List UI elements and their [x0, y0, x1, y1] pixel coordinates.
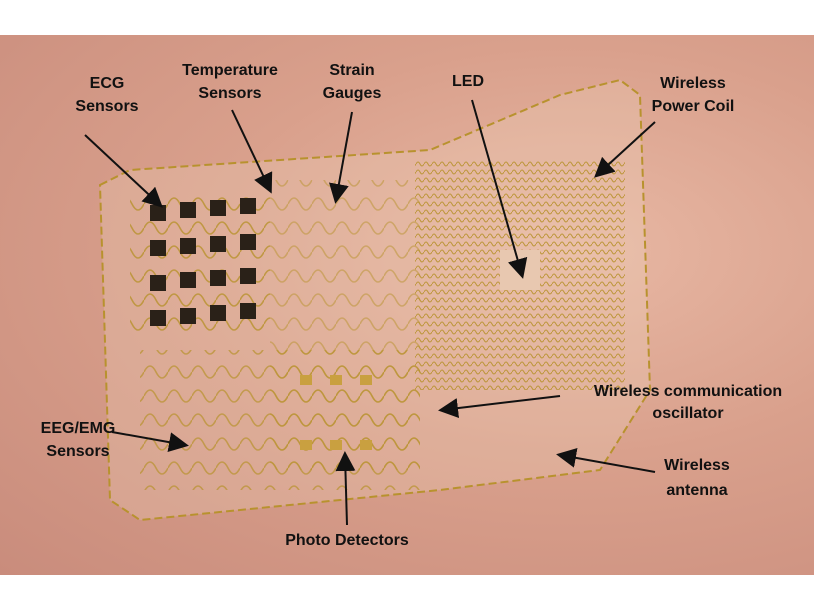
- eeg-arrow: [111, 431, 189, 453]
- strain-label-1: Strain: [329, 62, 374, 79]
- ecg-arrow: [84, 134, 163, 208]
- led-arrow: [471, 99, 528, 279]
- annotation-arrows: [84, 99, 656, 526]
- oscillator-label-2: oscillator: [652, 405, 723, 422]
- antenna-arrow: [556, 447, 656, 473]
- photo-label: Photo Detectors: [285, 532, 409, 549]
- device: [98, 78, 652, 522]
- photo-arrow: [335, 451, 356, 526]
- eeg-label-2: Sensors: [46, 443, 109, 460]
- temperature-label-2: Sensors: [198, 85, 261, 102]
- oscillator-arrow: [438, 395, 561, 419]
- ecg-label-2: Sensors: [75, 98, 138, 115]
- temperature-label-1: Temperature: [182, 62, 278, 79]
- power-coil-label-1: Wireless: [660, 75, 726, 92]
- power-coil-arrow: [594, 121, 656, 178]
- temperature-arrow: [231, 109, 273, 194]
- ecg-electrode-grid: [150, 198, 256, 326]
- antenna-label-2: antenna: [666, 482, 727, 499]
- led-label: LED: [452, 73, 484, 90]
- power-coil-label-2: Power Coil: [652, 98, 735, 115]
- oscillator-label-1: Wireless communication: [594, 383, 782, 400]
- strain-label-2: Gauges: [323, 85, 382, 102]
- antenna-label-1: Wireless: [664, 457, 730, 474]
- ecg-label-1: ECG: [90, 75, 125, 92]
- eeg-label-1: EEG/EMG: [41, 420, 116, 437]
- labels: ECG Sensors Temperature Sensors Strain G…: [41, 62, 783, 549]
- strain-arrow: [329, 111, 353, 204]
